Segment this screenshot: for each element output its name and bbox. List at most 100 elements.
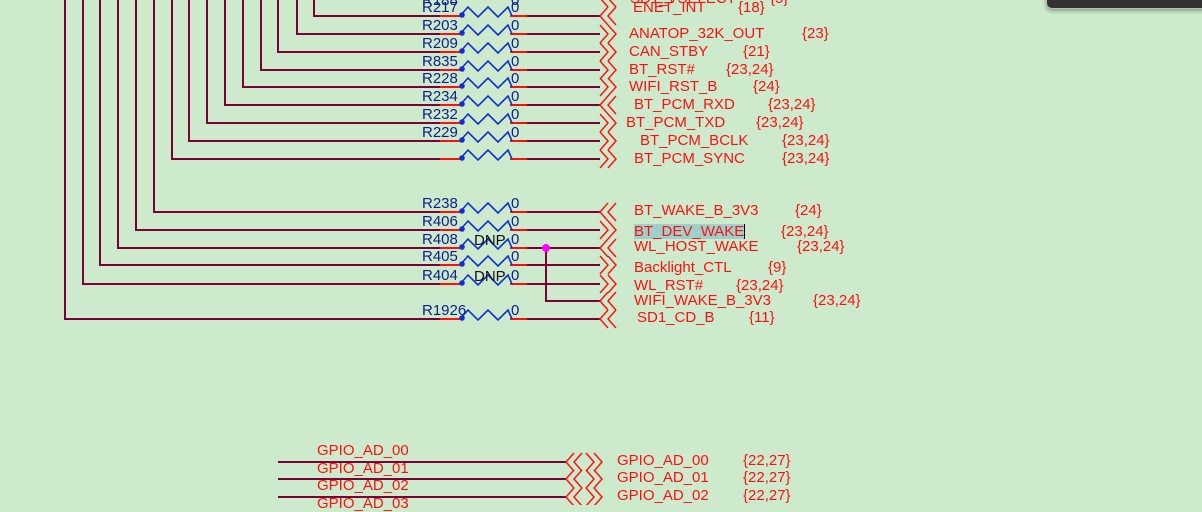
- resistor-value: 0: [511, 88, 520, 105]
- net-xref: {22,27}: [743, 487, 791, 504]
- resistor-ref[interactable]: R238: [422, 195, 458, 212]
- net-label[interactable]: BT_WAKE_B_3V3: [634, 202, 759, 219]
- net-label[interactable]: GPIO_AD_00: [617, 452, 709, 469]
- net-label[interactable]: GPIO_AD_01: [617, 469, 709, 486]
- resistor-r405-pin1-dot: [459, 261, 465, 267]
- offpage-connector-icon: [572, 487, 583, 505]
- floating-toolbar-window[interactable]: [1046, 0, 1202, 9]
- bus-wire: [242, 0, 440, 88]
- resistor-r232-pin1-dot: [459, 119, 465, 125]
- net-label[interactable]: BT_PCM_RXD: [634, 96, 735, 113]
- offpage-connector-icon: [607, 24, 618, 44]
- net-label[interactable]: Backlight_CTL: [634, 259, 732, 276]
- dnp-label: DNP: [474, 232, 506, 249]
- resistor-ref[interactable]: R188: [422, 0, 458, 9]
- resistor-ref[interactable]: R405: [422, 248, 458, 265]
- resistor-ref[interactable]: R228: [422, 70, 458, 87]
- net-label[interactable]: WIFI_RST_B: [629, 78, 718, 95]
- resistor-ref[interactable]: R404: [422, 267, 458, 284]
- net-label[interactable]: WL_HOST_WAKE: [634, 238, 759, 255]
- offpage-connector-icon: [599, 113, 610, 133]
- offpage-connector-icon: [606, 6, 617, 26]
- net-label[interactable]: WIFI_WAKE_B_3V3: [634, 292, 771, 309]
- resistor-ref[interactable]: R203: [422, 17, 458, 34]
- net-wire: [545, 248, 600, 302]
- resistor-ref[interactable]: R234: [422, 88, 458, 105]
- offpage-connector-icon: [607, 113, 618, 133]
- net-xref: {23,24}: [756, 114, 804, 131]
- resistor-r228-pin1-dot: [459, 83, 465, 89]
- bus-wire: [296, 0, 440, 35]
- resistor-value: 0: [511, 70, 520, 87]
- resistor-r404-pin1-dot: [459, 280, 465, 286]
- net-xref: {18}: [738, 0, 765, 16]
- resistor-value: 0: [511, 17, 520, 34]
- net-label[interactable]: WL_RST#: [634, 277, 704, 294]
- offpage-connector-icon: [564, 469, 575, 489]
- net-xref: {24}: [795, 202, 822, 219]
- net-xref: {23,24}: [781, 223, 829, 240]
- offpage-connector-icon: [585, 469, 596, 489]
- resistor-ref[interactable]: R209: [422, 35, 458, 52]
- text-cursor: [744, 224, 746, 239]
- offpage-connector-icon: [607, 255, 618, 275]
- resistor-ref[interactable]: R1926: [422, 302, 467, 319]
- bus-wire: [260, 0, 440, 71]
- resistor-ref[interactable]: R835: [422, 53, 458, 70]
- net-label[interactable]: ENET_INT: [633, 0, 706, 16]
- offpage-connector-icon: [607, 274, 618, 294]
- net-label[interactable]: BT_PCM_BCLK: [640, 132, 749, 149]
- offpage-connector-icon: [606, 309, 617, 329]
- offpage-connector-icon: [598, 309, 609, 329]
- net-xref: {23}: [802, 25, 829, 42]
- resistor-ref[interactable]: R406: [422, 213, 458, 230]
- resistor-value: 0: [511, 0, 520, 16]
- net-label[interactable]: BT_PCM_TXD: [626, 114, 726, 131]
- resistor-body: [459, 148, 513, 162]
- resistor-ref[interactable]: R408: [422, 231, 458, 248]
- bus-wire: [117, 0, 440, 249]
- resistor-value: 0: [511, 35, 520, 52]
- net-label[interactable]: ANATOP_32K_OUT: [629, 25, 765, 42]
- net-xref: {23,24}: [797, 238, 845, 255]
- resistor-r209-pin1-dot: [459, 48, 465, 54]
- wire-label[interactable]: GPIO_AD_01: [317, 459, 409, 477]
- resistor-r234-body: [459, 94, 513, 108]
- net-label-selected[interactable]: BT_DEV_WAKE: [634, 223, 746, 240]
- resistor-ref[interactable]: R229: [422, 124, 458, 141]
- offpage-connector-icon: [598, 95, 609, 115]
- wire-label[interactable]: GPIO_AD_02: [317, 477, 409, 494]
- offpage-connector-icon: [606, 202, 617, 222]
- offpage-connector-icon: [607, 42, 618, 62]
- offpage-connector-icon: [564, 487, 575, 505]
- resistor-value: 0: [511, 231, 520, 248]
- resistor-r238-pin1-dot: [459, 208, 465, 214]
- net-xref: {22,27}: [743, 452, 791, 469]
- net-label[interactable]: CAN_STBY: [629, 43, 709, 60]
- offpage-connector-icon: [599, 24, 610, 44]
- net-xref: {9}: [768, 259, 787, 276]
- offpage-connector-icon: [599, 42, 610, 62]
- resistor-value: 0: [511, 53, 520, 70]
- net-label[interactable]: BT_PCM_SYNC: [634, 150, 745, 167]
- net-label[interactable]: SD1_CD_B: [637, 309, 715, 326]
- dnp-label: DNP: [474, 268, 506, 285]
- net-label[interactable]: GPIO_AD_02: [617, 487, 709, 504]
- net-xref: {23,24}: [813, 292, 861, 309]
- resistor-r203-body: [459, 23, 513, 37]
- net-xref: {24}: [753, 78, 780, 95]
- resistor-ref[interactable]: R217: [422, 0, 458, 16]
- resistor-ref[interactable]: R232: [422, 106, 458, 123]
- net-label[interactable]: BT_RST#: [629, 61, 695, 78]
- net-xref: {21}: [743, 43, 770, 60]
- wire-label[interactable]: GPIO_AD_00: [317, 442, 409, 459]
- net-xref: {23,24}: [782, 132, 830, 149]
- offpage-connector-icon: [598, 202, 609, 222]
- resistor-r405-body: [459, 254, 513, 268]
- offpage-connector-icon: [598, 238, 609, 258]
- resistor-r408-pin1-dot: [459, 244, 465, 250]
- net-label[interactable]: SD1_VSELECT: [630, 0, 736, 6]
- resistor-r229-body: [459, 130, 513, 144]
- wire-label[interactable]: GPIO_AD_03: [317, 494, 409, 512]
